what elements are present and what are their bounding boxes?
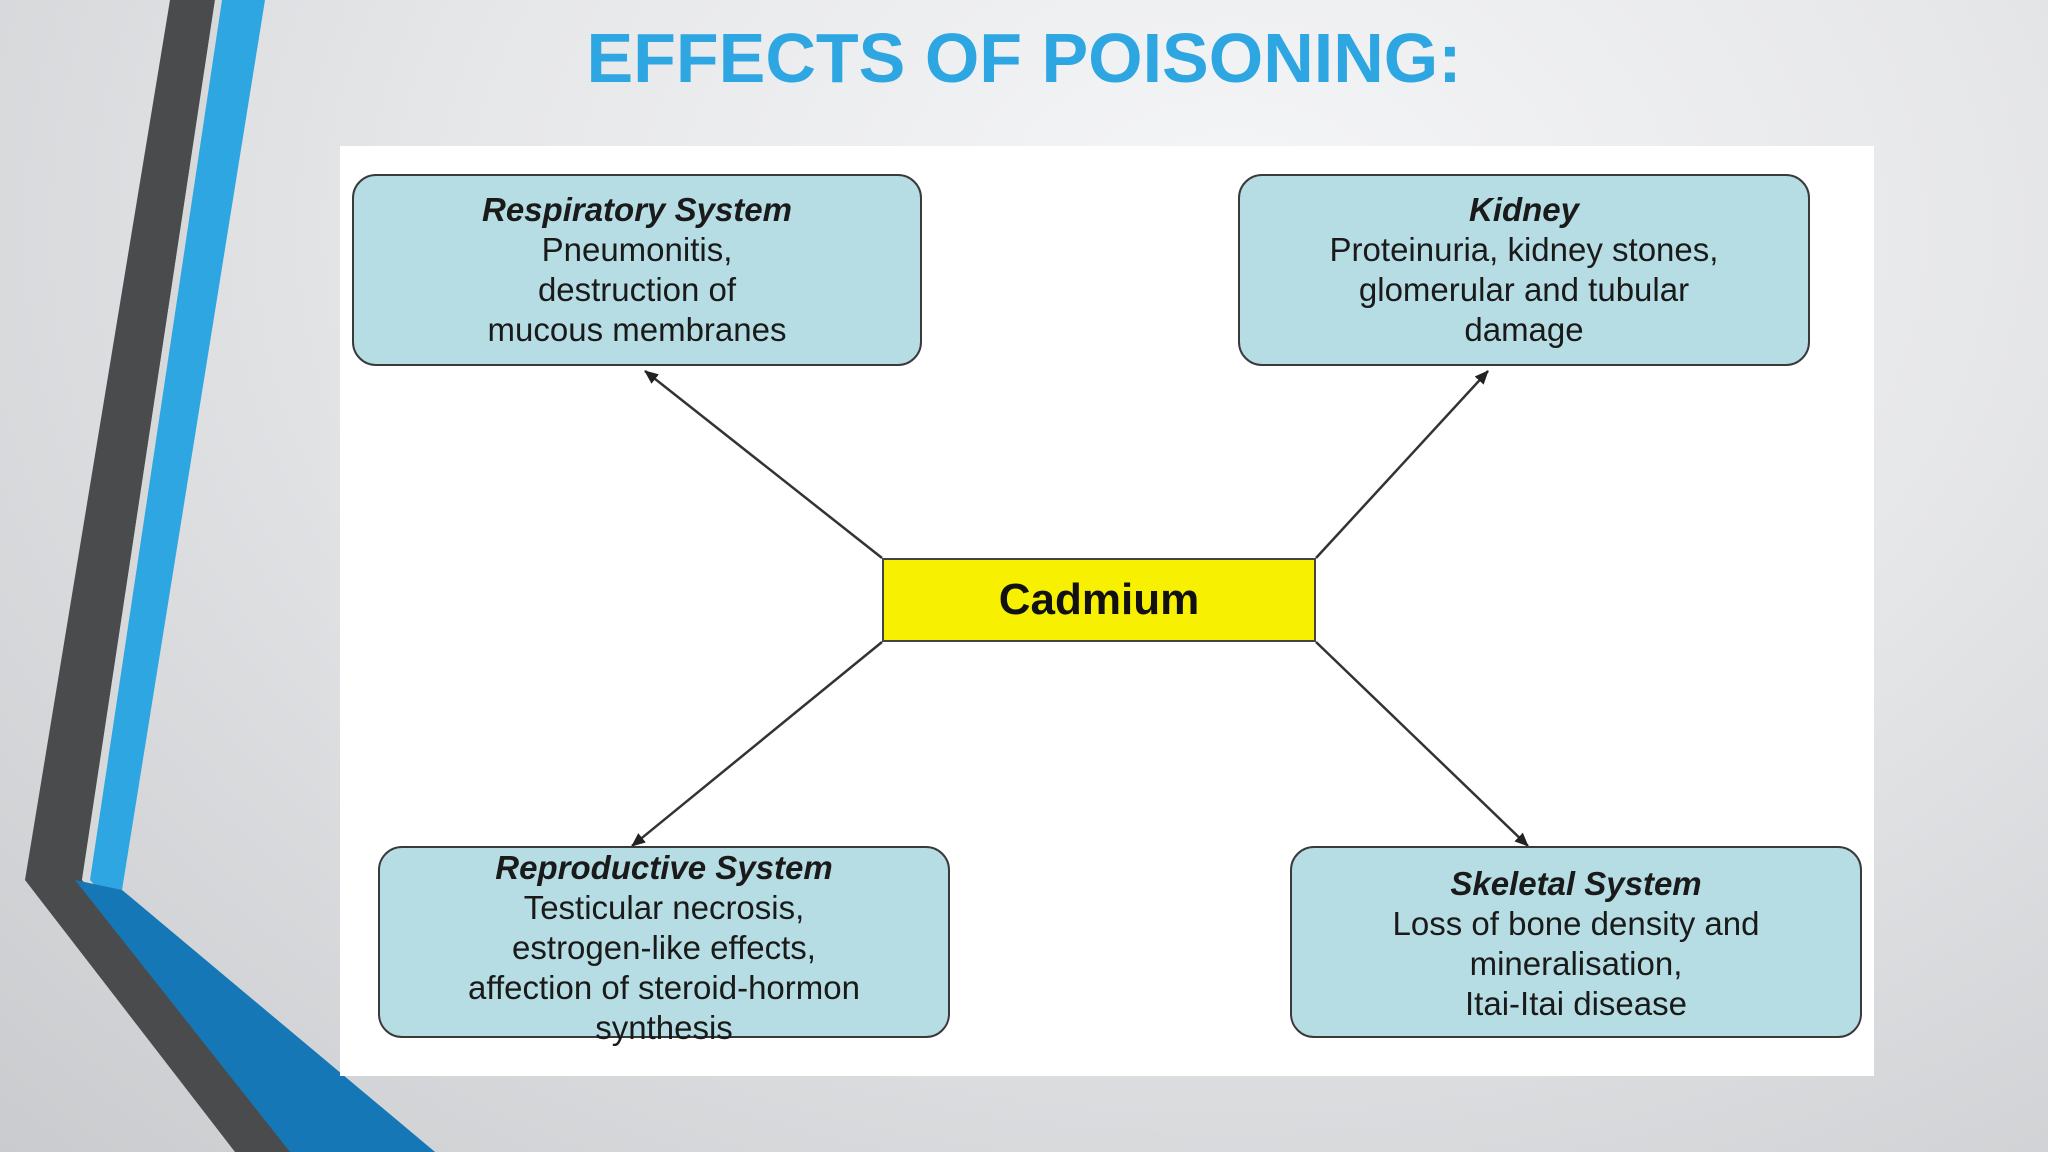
node-heading: Respiratory System (482, 191, 792, 228)
node-line: glomerular and tubular (1358, 271, 1690, 308)
diagram-panel: Cadmium Respiratory System Pneumonitis, … (340, 146, 1874, 1076)
node-line: affection of steroid-hormon (468, 969, 860, 1006)
skeletal-system-node: Skeletal System Loss of bone density and… (1290, 846, 1862, 1038)
arrow-to-respiratory (644, 370, 883, 559)
node-line: Testicular necrosis, (523, 889, 805, 926)
node-line: Loss of bone density and (1392, 905, 1760, 942)
node-line: synthesis (595, 1009, 733, 1046)
blue-stripe (90, 0, 435, 1152)
arrow-to-reproductive (631, 641, 883, 847)
dark-blue-stripe (75, 880, 435, 1152)
kidney-node: Kidney Proteinuria, kidney stones, glome… (1238, 174, 1810, 366)
node-line: Proteinuria, kidney stones, (1329, 231, 1719, 268)
slide-title: EFFECTS OF POISONING: (586, 19, 1462, 97)
arrow-to-kidney (1315, 370, 1489, 559)
respiratory-system-node: Respiratory System Pneumonitis, destruct… (352, 174, 922, 366)
node-line: mucous membranes (487, 311, 787, 348)
cadmium-center-node: Cadmium (882, 558, 1316, 642)
cadmium-label: Cadmium (998, 575, 1200, 624)
node-line: Itai-Itai disease (1465, 985, 1687, 1022)
node-heading: Skeletal System (1450, 865, 1702, 902)
dark-stripe (25, 0, 330, 1152)
node-line: estrogen-like effects, (512, 929, 816, 966)
light-stripe-gap (82, 0, 340, 1152)
node-line: damage (1464, 311, 1584, 348)
node-line: destruction of (537, 271, 737, 308)
node-line: mineralisation, (1469, 945, 1683, 982)
connector-arrows (631, 370, 1529, 847)
arrow-to-skeletal (1315, 641, 1529, 847)
reproductive-system-node: Reproductive System Testicular necrosis,… (378, 846, 950, 1046)
node-line: Pneumonitis, (541, 231, 733, 268)
node-heading: Kidney (1468, 191, 1580, 228)
node-heading: Reproductive System (495, 849, 833, 886)
